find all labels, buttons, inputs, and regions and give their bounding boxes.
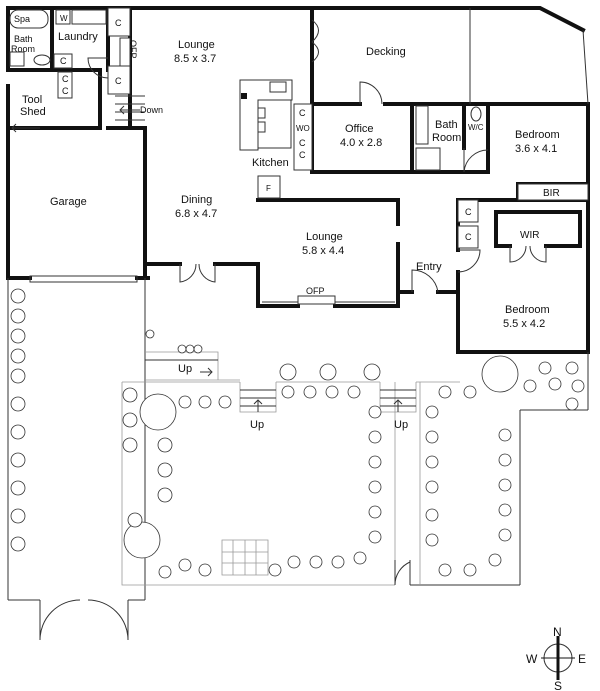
compass-labels: N S E W [526,625,586,691]
lounge-2-name: Lounge [306,231,343,243]
bath-room-1-label-1: Bath [14,34,33,44]
spa-label: Spa [14,14,30,24]
wc-label: W/C [468,123,484,132]
wir-label: WIR [520,230,539,241]
tool-shed-label-2: Shed [20,106,46,118]
w-label: W [60,14,68,23]
bedroom-2-name: Bedroom [505,304,550,316]
dining-size: 6.8 x 4.7 [175,208,217,220]
stairs-up-label: Up [250,419,264,431]
doors [39,19,547,641]
room-labels: Spa W Bath Room Laundry OFP Tool Shed Do… [11,14,560,330]
ofp-lounge2-label: OFP [306,286,325,296]
laundry-label: Laundry [58,31,98,43]
cupboard-label: C [299,150,306,160]
bir-label: BIR [543,188,560,199]
bedroom-2-size: 5.5 x 4.2 [503,318,545,330]
lounge-1-size: 8.5 x 3.7 [174,53,216,65]
compass-east: E [578,652,586,666]
stair-labels: Up Up Up [178,363,408,431]
stairs-up-label: Up [394,419,408,431]
dining-name: Dining [181,194,212,206]
compass-south: S [554,679,562,691]
cupboard-label: C [465,232,472,242]
landscaping [10,288,585,579]
compass [541,636,575,680]
cupboard-label: C [465,207,472,217]
bath-room-1-label-2: Room [11,44,35,54]
stairs [11,105,416,412]
cupboard-labels: C C C C C C C C C C [60,18,472,242]
office-name: Office [345,123,374,135]
stairs-up-label: Up [178,363,192,375]
cupboard-label: C [299,138,306,148]
bath-room-2-label-2: Room [432,132,461,144]
entry-label: Entry [416,261,442,273]
fixtures [9,7,589,305]
thin-walls [7,8,589,601]
lounge-1-name: Lounge [178,39,215,51]
bedroom-1-size: 3.6 x 4.1 [515,143,557,155]
tool-shed-label-1: Tool [22,94,42,106]
cupboard-label: C [60,56,67,66]
cupboard-label: C [115,76,122,86]
cupboard-label: C [62,86,69,96]
bath-room-2-label-1: Bath [435,119,458,131]
ofp-lounge-label: OFP [128,40,138,59]
down-label: Down [140,105,163,115]
cupboard-label: C [62,74,69,84]
compass-north: N [553,625,562,639]
lounge-2-size: 5.8 x 4.4 [302,245,344,257]
compass-west: W [526,652,538,666]
office-size: 4.0 x 2.8 [340,137,382,149]
cupboard-label: C [299,108,306,118]
garage-label: Garage [50,196,87,208]
decking-label: Decking [366,46,406,58]
kitchen-label: Kitchen [252,157,289,169]
cupboard-label: C [115,18,122,28]
fridge-label: F [266,184,271,193]
wo-label: WO [296,124,310,133]
bedroom-1-name: Bedroom [515,129,560,141]
